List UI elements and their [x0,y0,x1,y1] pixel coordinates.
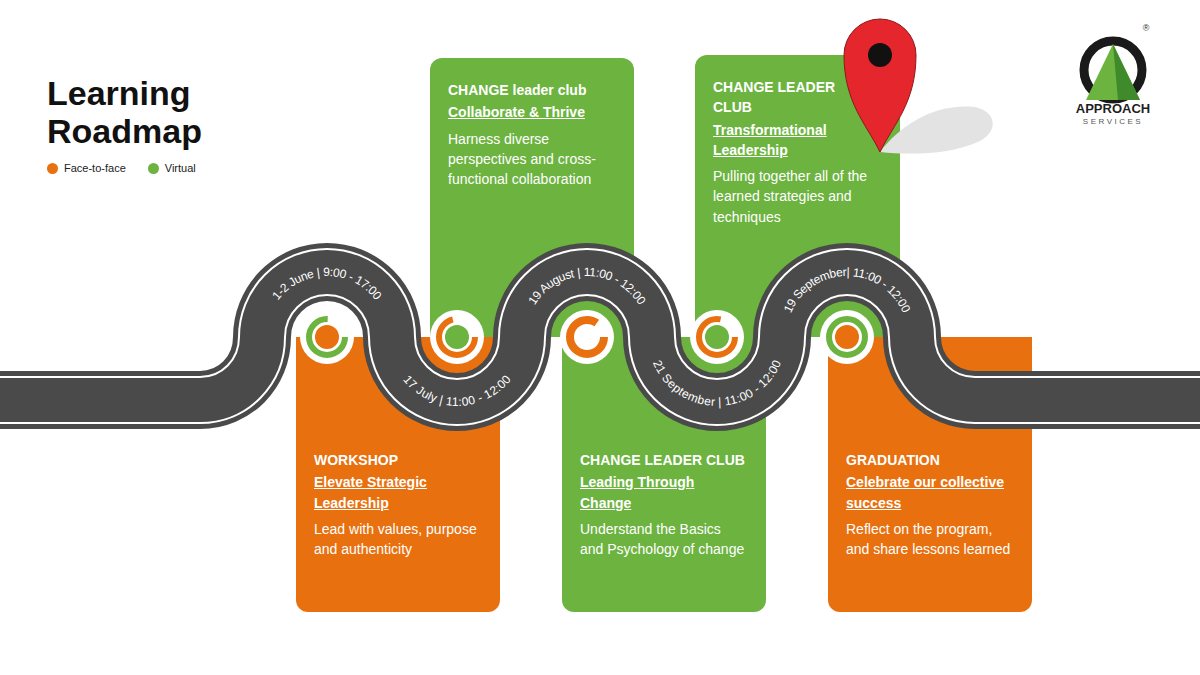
card-heading: CHANGE LEADER CLUB [580,450,748,470]
card-heading: GRADUATION [846,450,1014,470]
card-body: Pulling together all of the learned stra… [713,166,882,227]
logo-wordmark: APPROACH [1058,102,1168,116]
map-pin [835,10,1045,170]
milestone-card: CHANGE leader clubCollaborate & ThriveHa… [430,58,634,240]
marker-disc [820,310,874,364]
card-subtitle: Elevate Strategic Leadership [314,472,482,513]
card-subtitle: Leading Through Change [580,472,748,513]
legend-swatch [148,163,159,174]
marker-disc [430,310,484,364]
legend-item: Face-to-face [47,162,126,174]
marker-dot [835,325,859,349]
milestone-marker [560,310,614,364]
registered-mark: ® [1139,24,1153,34]
card-body: Harness diverse perspectives and cross-f… [448,129,616,190]
marker-ring [309,319,345,355]
logo-pyramid [1086,44,1140,100]
milestone-card: CHANGE LEADER CLUBTransformational Leade… [695,55,900,240]
road-surface [0,272,1200,402]
milestone-marker [430,310,484,364]
marker-ring [570,320,604,354]
road-surface [0,272,1200,402]
date-label: 19 August | 11:00 - 12:00 [526,265,649,308]
card-subtitle: Collaborate & Thrive [448,102,616,122]
legend-item: Virtual [148,162,196,174]
legend-text: Face-to-face [64,162,126,174]
pin-body [844,19,916,152]
card-heading: CHANGE LEADER CLUB [713,77,838,118]
date-label: 1-2 June | 9:00 - 17:00 [269,265,384,303]
marker-ring [699,319,735,355]
marker-disc [560,310,614,364]
date-label: 17 July | 11:00 - 12:00 [400,372,513,409]
marker-dot [445,325,469,349]
marker-dot [315,325,339,349]
card-body: Understand the Basics and Psychology of … [580,519,748,560]
marker-ring [439,319,475,355]
milestone-card: WORKSHOPElevate Strategic LeadershipLead… [296,434,500,612]
card-body: Reflect on the program, and share lesson… [846,519,1014,560]
marker-dot [705,325,729,349]
pin-hole [868,43,892,67]
legend-text: Virtual [165,162,196,174]
milestone-card: CHANGE LEADER CLUBLeading Through Change… [562,434,766,612]
logo-mark [1084,41,1142,100]
markers [300,310,874,364]
road-line [0,272,1200,402]
card-heading: CHANGE leader club [448,80,616,100]
card-subtitle: Celebrate our collective success [846,472,1014,513]
logo-ring [1084,41,1142,99]
logo-tagline: SERVICES [1058,118,1168,127]
milestone-card: GRADUATIONCelebrate our collective succe… [828,434,1032,612]
logo-pyramid-facet [1113,44,1140,100]
legend: Face-to-face Virtual [47,162,196,174]
card-heading: WORKSHOP [314,450,482,470]
road [0,272,1200,402]
card-body: Lead with values, purpose and authentici… [314,519,482,560]
date-label: 21 September | 11:00 - 12:00 [650,358,784,409]
marker-disc [300,310,354,364]
date-label: 19 September| 11:00 - 12:00 [781,265,914,315]
diagram-title: Learning Roadmap [47,74,247,150]
milestone-marker [690,310,744,364]
legend-swatch [47,163,58,174]
milestone-marker [300,310,354,364]
card-subtitle: Transformational Leadership [713,120,882,161]
marker-ring [829,319,865,355]
milestone-marker [820,310,874,364]
marker-disc [690,310,744,364]
